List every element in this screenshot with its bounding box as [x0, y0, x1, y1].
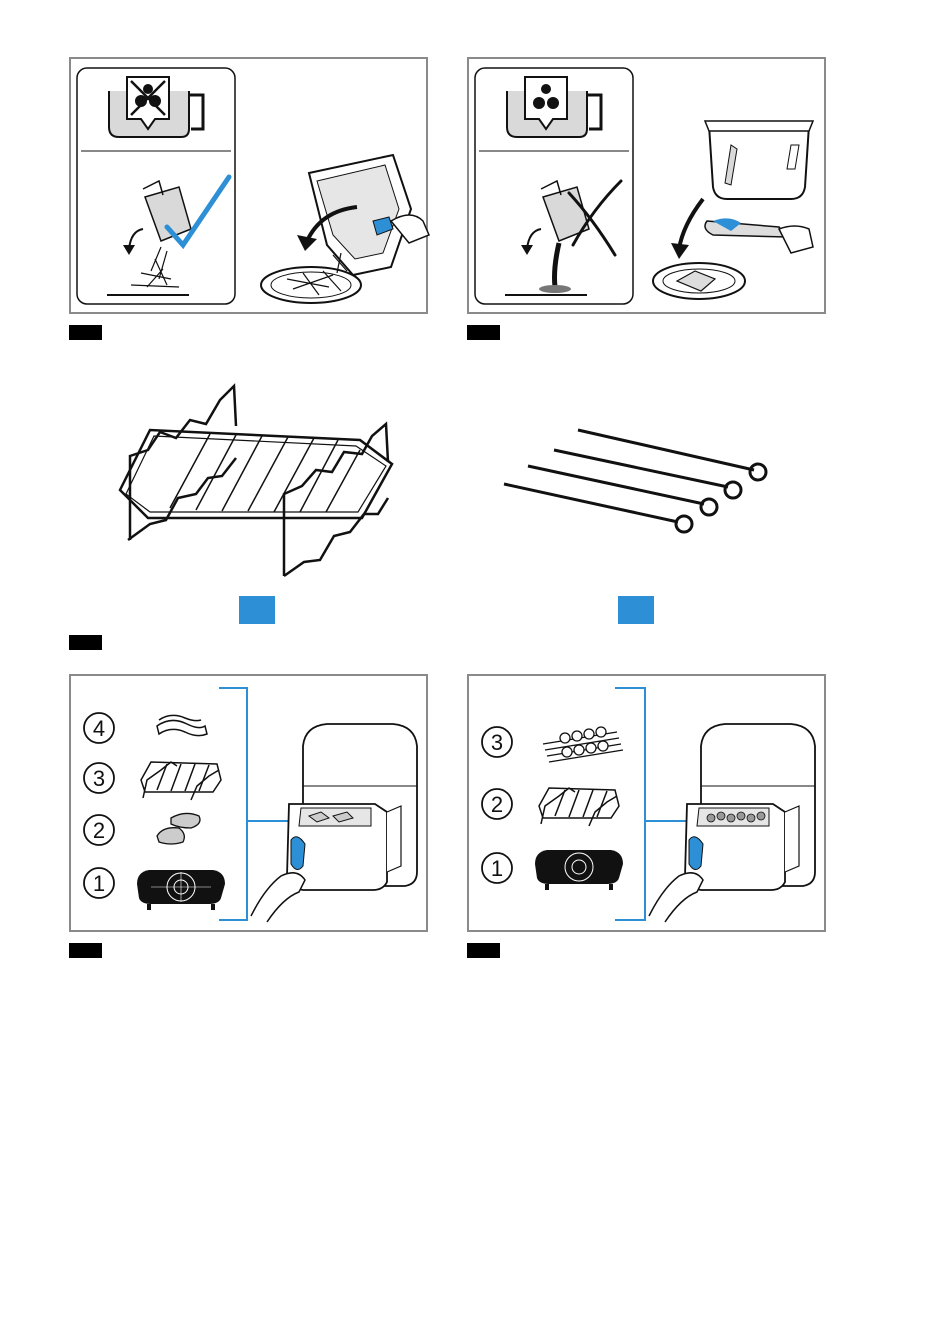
figure-number-tag-6: [467, 943, 500, 958]
stacking-order-skewers-illustration: 3 2 1: [469, 676, 828, 934]
level-number: 3: [491, 730, 503, 755]
crisper-plate-icon: [137, 870, 225, 910]
skewer-icon: [504, 430, 766, 532]
level-number: 2: [491, 792, 503, 817]
airfryer-icon: [649, 724, 815, 922]
rack-icon: [539, 788, 619, 826]
level-4: 4: [84, 713, 114, 743]
skewer-icon: [543, 727, 623, 762]
level-1: 1: [84, 868, 114, 898]
level-2: 2: [482, 789, 512, 819]
stacking-order-illustration: 4 3 2 1: [71, 676, 430, 934]
accessory-badge-rack: [239, 596, 275, 624]
level-1: 1: [482, 853, 512, 883]
level-number: 1: [93, 871, 105, 896]
level-3: 3: [84, 763, 114, 793]
rack-icon: [120, 386, 392, 576]
level-number: 3: [93, 766, 105, 791]
level-2: 2: [84, 815, 114, 845]
figure-panel-5: 4 3 2 1: [69, 674, 428, 932]
figure-panel-6: 3 2 1: [467, 674, 826, 932]
level-number: 4: [93, 716, 105, 741]
airfryer-icon: [251, 724, 417, 922]
crisper-plate-icon: [535, 850, 623, 890]
accessory-badge-skewers: [618, 596, 654, 624]
sausage-icon: [157, 715, 207, 735]
level-number: 1: [491, 856, 503, 881]
level-number: 2: [93, 818, 105, 843]
figure-number-tag-3: [69, 635, 102, 650]
rack-icon: [141, 762, 221, 800]
figure-number-tag-5: [69, 943, 102, 958]
steak-icon: [157, 813, 200, 844]
level-3: 3: [482, 727, 512, 757]
